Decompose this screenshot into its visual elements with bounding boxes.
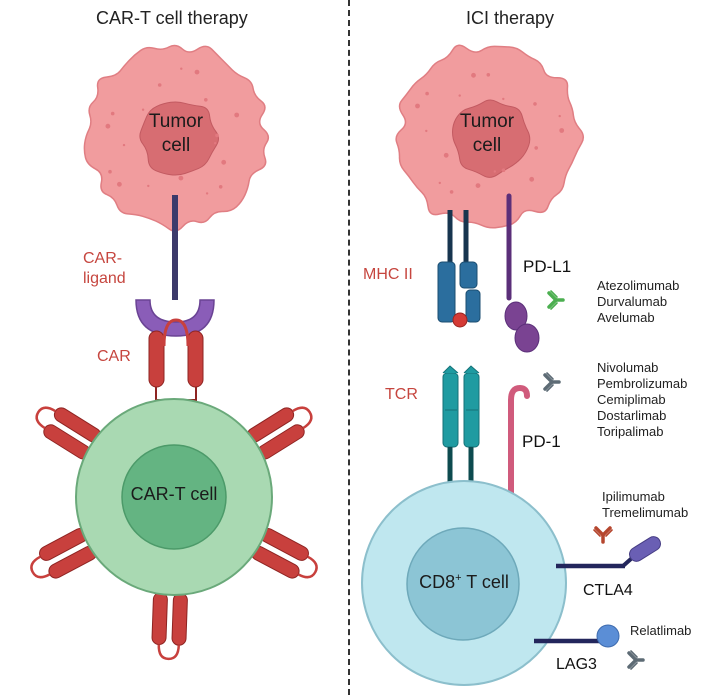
texture-dot [449,190,454,194]
right-panel-title: ICI therapy [466,8,555,28]
car-ligand-label: CAR- ligand [83,250,126,287]
texture-dot [559,128,565,133]
lag3-label: LAG3 [556,656,597,673]
antibody-lag3-icon [627,649,645,671]
texture-dot [438,181,441,185]
tumor-texture-dots [105,67,240,195]
drug-name: Relatlimab [630,623,692,638]
antibody-pd-l1-icon [547,289,565,311]
texture-dot [141,108,145,111]
ctla4-drug-list: Ipilimumab Tremelimumab [602,489,688,521]
drug-name: Dostarlimab [597,408,667,423]
pd-l1-label: PD-L1 [523,257,572,276]
texture-dot [178,175,184,181]
texture-dot [425,91,429,96]
cd8-text: CD8 [419,572,456,592]
texture-dot [180,67,183,70]
car-hairpin [150,591,189,661]
left-tumor-cell [83,44,270,232]
cd8-tcell-label: CD8+ T cell [402,572,526,593]
pd-1-drug-list: Nivolumab Pembrolizumab Cemiplimab Dosta… [597,360,687,440]
texture-dot [214,142,217,145]
tcr-label: TCR [385,386,418,403]
panel-divider [348,0,350,695]
tumor-texture-dots [415,72,565,194]
cd8-tcell-nucleus [406,527,520,641]
texture-dot [108,169,112,174]
drug-name: Ipilimumab [602,489,665,504]
texture-dot [415,103,420,109]
right-tumor-cell [395,44,585,229]
left-tumor-label: Tumor cell [148,111,204,156]
drug-name: Durvalumab [597,294,668,309]
texture-dot [204,98,208,102]
texture-dot [493,170,496,173]
drug-name: Nivolumab [597,360,659,375]
drug-name: Pembrolizumab [597,376,688,391]
ctla4-label: CTLA4 [583,582,633,599]
texture-dot [234,112,240,118]
drug-name: Avelumab [597,310,655,325]
cart-cell-label: CAR-T cell [130,484,218,504]
lag3-drug-list: Relatlimab [630,623,691,639]
cd8-superscript: + [455,572,462,584]
pd-1-molecule [508,384,530,505]
drug-name: Cemiplimab [597,392,666,407]
texture-dot [486,73,491,77]
right-tumor-label: Tumor cell [459,111,515,156]
texture-dot [205,192,209,195]
texture-dot [147,184,150,188]
ctla4-molecule [556,536,661,569]
tcell-text: T cell [461,572,509,592]
texture-dot [157,83,162,87]
texture-dot [122,143,126,147]
antibody-ctla4-icon [592,526,614,544]
texture-dot [194,69,200,75]
texture-dot [215,133,219,138]
texture-dot [534,146,538,150]
lag3-molecule [534,624,620,648]
car-label: CAR [97,348,131,365]
texture-dot [221,159,227,165]
pd-l1-drug-list: Atezolimumab Durvalumab Avelumab [597,278,679,326]
texture-dot [471,72,476,78]
mhc-ii-label: MHC II [363,266,413,283]
left-panel-title: CAR-T cell therapy [96,8,248,28]
tumor-nucleus [139,101,219,176]
car-receptor [148,318,204,401]
pd-1-label: PD-1 [522,432,561,451]
texture-dot [458,94,461,97]
texture-dot [558,114,561,118]
drug-name: Atezolimumab [597,278,680,293]
texture-dot [501,168,506,172]
texture-dot [425,129,428,133]
texture-dot [533,102,537,106]
texture-dot [110,111,115,116]
texture-dot [529,176,535,182]
cart-cell-nucleus [121,444,227,550]
mhc-ii-molecule [437,210,481,328]
drug-name: Toripalimab [597,424,664,439]
texture-dot [117,181,122,187]
texture-dot [443,152,449,158]
texture-dot [502,97,505,101]
texture-dot [105,123,111,129]
tumor-nucleus [452,99,531,178]
texture-dot [475,183,481,189]
pd-l1-molecule [504,193,540,353]
antibody-pd-1-icon [543,371,561,393]
car-ligand-cup [135,299,215,337]
texture-dot [218,185,223,189]
drug-name: Tremelimumab [602,505,689,520]
